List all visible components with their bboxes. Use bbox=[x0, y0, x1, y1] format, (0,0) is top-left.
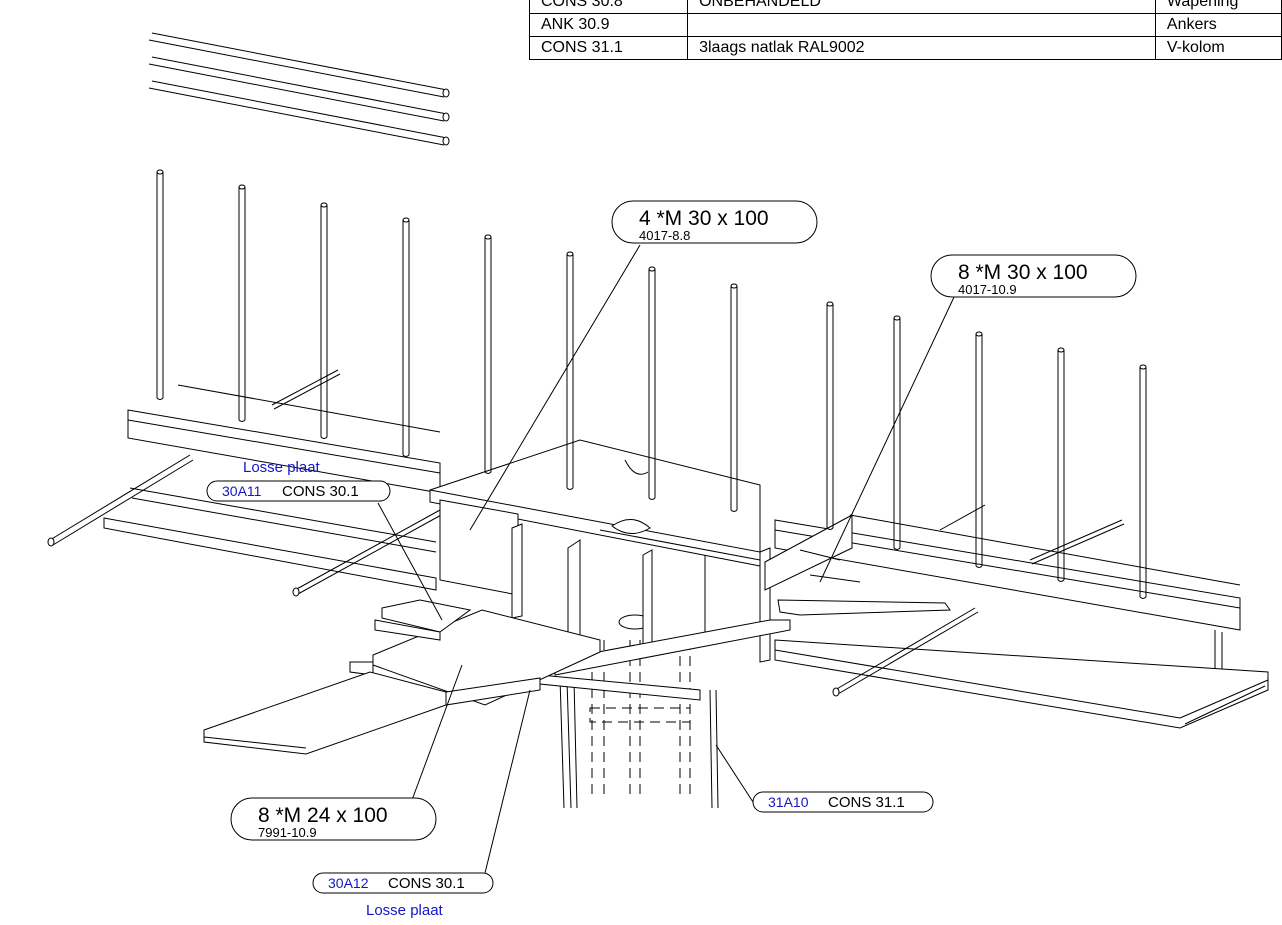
vertical-rebar-rods bbox=[156, 169, 1147, 599]
parts-table: CONS 30.8 ONBEHANDELD Wapening ANK 30.9 … bbox=[528, 0, 1282, 60]
callout-bolt-bottom: 8 *M 24 x 100 7991-10.9 bbox=[230, 797, 437, 841]
rebar-rod bbox=[730, 283, 738, 512]
v-column bbox=[559, 614, 719, 809]
finish-cell: 3laags natlak RAL9002 bbox=[687, 36, 1156, 60]
rebar-rod bbox=[238, 184, 246, 422]
right-beam bbox=[774, 514, 1269, 729]
callout-bolt-right: 8 *M 30 x 100 4017-10.9 bbox=[930, 254, 1137, 298]
tag-plate-upper: Losse plaat 30A11 CONS 30.1 bbox=[206, 459, 391, 502]
callout-spec: 4017-10.9 bbox=[958, 282, 1017, 297]
rebar-rod bbox=[893, 315, 901, 550]
rebar-rod bbox=[320, 202, 328, 439]
table-row: CONS 30.8 ONBEHANDELD Wapening bbox=[528, 0, 1282, 14]
tag-code: 31A10 bbox=[768, 794, 809, 810]
table-row: ANK 30.9 Ankers bbox=[528, 13, 1282, 37]
rebar-rod bbox=[484, 234, 492, 474]
callout-size: 8 *M 24 x 100 bbox=[258, 804, 388, 827]
rebar-rod bbox=[1057, 347, 1065, 582]
part-cell: CONS 31.1 bbox=[528, 36, 689, 60]
leader-lines bbox=[377, 244, 956, 874]
rebar-rod bbox=[826, 301, 834, 530]
rebar-rod bbox=[156, 169, 164, 400]
callout-spec: 7991-10.9 bbox=[258, 825, 317, 840]
table-row: CONS 31.1 3laags natlak RAL9002 V-kolom bbox=[528, 36, 1282, 60]
callout-size: 8 *M 30 x 100 bbox=[958, 261, 1088, 284]
tag-code: 30A11 bbox=[222, 483, 262, 499]
rebar-rod bbox=[402, 217, 410, 457]
callout-spec: 4017-8.8 bbox=[639, 228, 690, 243]
callout-bolt-top: 4 *M 30 x 100 4017-8.8 bbox=[611, 200, 818, 244]
tag-note: Losse plaat bbox=[243, 459, 321, 476]
tag-code: 30A12 bbox=[328, 875, 369, 891]
description-cell: V-kolom bbox=[1154, 36, 1282, 60]
tag-cons: CONS 30.1 bbox=[388, 875, 465, 892]
rebar-rod bbox=[566, 251, 574, 490]
rebar-rod bbox=[975, 331, 983, 568]
rebar-rod bbox=[648, 266, 656, 500]
rebar-rod bbox=[1139, 364, 1147, 599]
loose-plates bbox=[203, 599, 601, 755]
tag-column: 31A10 CONS 31.1 bbox=[752, 791, 934, 813]
tag-cons: CONS 31.1 bbox=[828, 794, 905, 811]
tag-plate-lower: 30A12 CONS 30.1 Losse plaat bbox=[312, 872, 494, 919]
part-cell: ANK 30.9 bbox=[528, 13, 689, 37]
tag-note: Losse plaat bbox=[366, 902, 444, 919]
finish-cell bbox=[687, 13, 1156, 37]
callout-size: 4 *M 30 x 100 bbox=[639, 207, 769, 230]
diagonal-rods bbox=[47, 369, 1125, 697]
tag-cons: CONS 30.1 bbox=[282, 483, 359, 500]
loose-rebar-bars bbox=[148, 32, 450, 146]
